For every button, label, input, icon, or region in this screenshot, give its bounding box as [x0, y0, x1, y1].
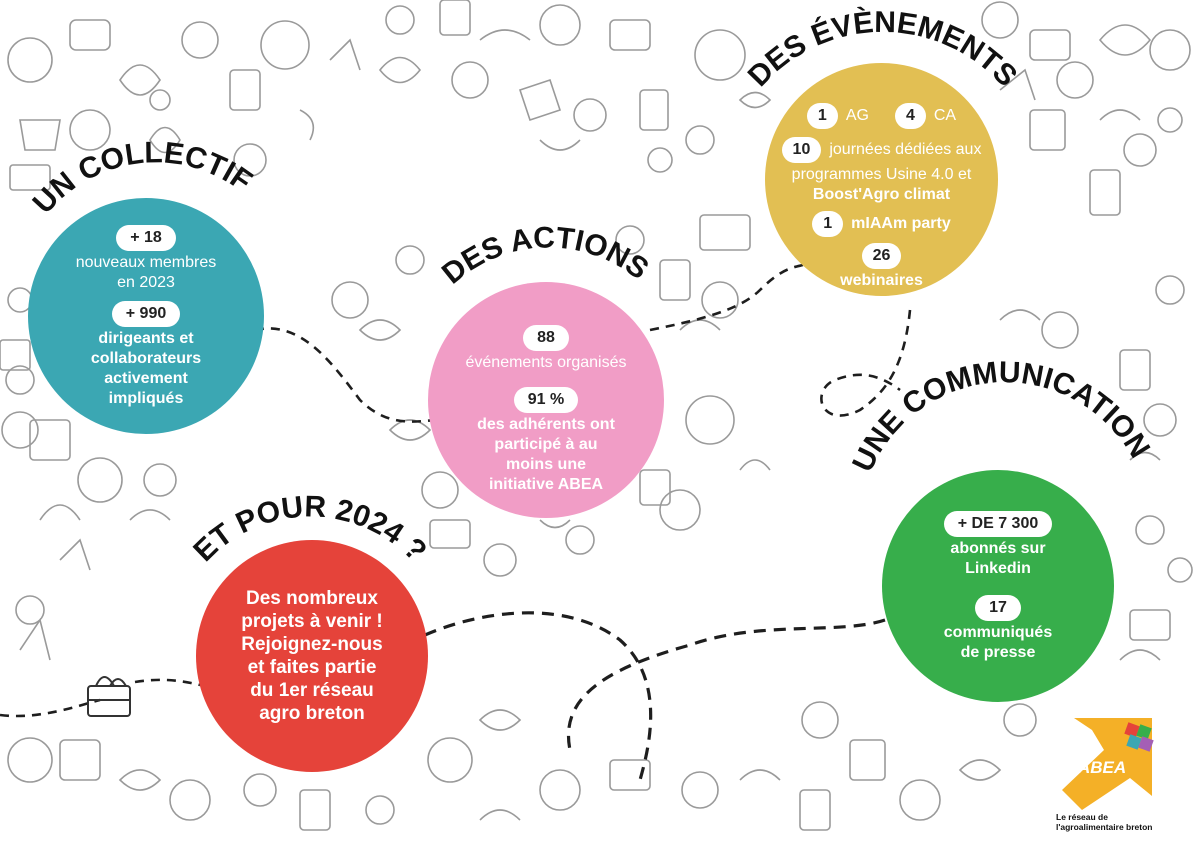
communication-stat1-pill: + DE 7 300 — [943, 511, 1053, 537]
journees-text: journées dédiées aux — [829, 141, 982, 158]
actions-stat2-text: des adhérents ont — [477, 416, 615, 433]
collectif-stat2-text: collaborateurs — [90, 350, 202, 367]
actions-stat2-text: participé à au — [494, 436, 598, 453]
abea-tagline-line: Le réseau de — [1056, 812, 1108, 822]
crate-icon — [87, 676, 131, 717]
actions-stat2-text: moins une — [505, 456, 586, 473]
journees-text: programmes Usine 4.0 et — [791, 166, 972, 183]
abea-tagline: Le réseau de l'agroalimentaire breton — [1056, 812, 1176, 832]
actions-stat2-pill: 91 % — [513, 387, 579, 413]
actions-circle: 88 événements organisés 91 % des adhéren… — [428, 282, 664, 518]
webinaires-count-pill: 26 — [861, 243, 902, 269]
journees-row: 10 journées dédiées aux — [781, 135, 982, 165]
collectif-stat1-pill: + 18 — [116, 225, 176, 251]
actions-stat1-text: événements organisés — [465, 354, 627, 371]
pour2024-circle: Des nombreux projets à venir ! Rejoignez… — [196, 540, 428, 772]
pour2024-line: Rejoignez-nous — [241, 634, 383, 655]
actions-stat1-pill: 88 — [523, 325, 569, 351]
evenements-circle: 1 AG 4 CA 10 journées dédiées aux progra… — [765, 63, 998, 296]
abea-arrow-icon — [1062, 718, 1154, 810]
communication-stat1-text: Linkedin — [965, 560, 1031, 577]
pour2024-line: et faites partie — [247, 657, 377, 678]
collectif-stat2-text: impliqués — [108, 390, 184, 407]
abea-wordmark: ABEA — [1078, 758, 1127, 777]
ca-count-pill: 4 — [894, 103, 926, 129]
collectif-stat2-pill: + 990 — [111, 301, 181, 327]
ca-label: CA — [933, 107, 957, 124]
collectif-stat2-text: dirigeants et — [98, 330, 194, 347]
collectif-stat1-text: nouveaux membres — [75, 254, 217, 271]
party-label: mIAAm party — [851, 215, 951, 232]
communication-stat2-text: de presse — [960, 644, 1036, 661]
communication-stat2-pill: 17 — [975, 595, 1021, 621]
pour2024-line: Des nombreux — [246, 588, 378, 609]
communication-circle: + DE 7 300 abonnés sur Linkedin 17 commu… — [882, 470, 1114, 702]
abea-logo: ABEA Le réseau de l'agroalimentaire bret… — [1052, 718, 1172, 838]
ag-label: AG — [845, 107, 869, 124]
evenements-ag-ca-row: 1 AG 4 CA — [806, 101, 957, 131]
pour2024-line: projets à venir ! — [241, 611, 383, 632]
collectif-stat1-text: en 2023 — [117, 274, 175, 291]
journees-count-pill: 10 — [781, 137, 822, 163]
party-row: 1 mIAAm party — [812, 209, 951, 239]
journees-text: Boost'Agro climat — [812, 186, 951, 203]
dashed-route-icon — [0, 258, 912, 781]
abea-tagline-line: l'agroalimentaire breton — [1056, 822, 1153, 832]
actions-stat2-text: initiative ABEA — [488, 476, 604, 493]
pour2024-line: agro breton — [259, 703, 365, 724]
ag-count-pill: 1 — [806, 103, 838, 129]
collectif-stat2-text: activement — [104, 370, 188, 387]
communication-stat2-text: communiqués — [943, 624, 1053, 641]
collectif-circle: + 18 nouveaux membres en 2023 + 990 diri… — [28, 198, 264, 434]
party-count-pill: 1 — [812, 211, 844, 237]
webinaires-label: webinaires — [840, 272, 923, 289]
communication-stat1-text: abonnés sur — [950, 540, 1046, 557]
food-doodles-icon — [0, 0, 1193, 831]
pour2024-line: du 1er réseau — [250, 680, 374, 701]
